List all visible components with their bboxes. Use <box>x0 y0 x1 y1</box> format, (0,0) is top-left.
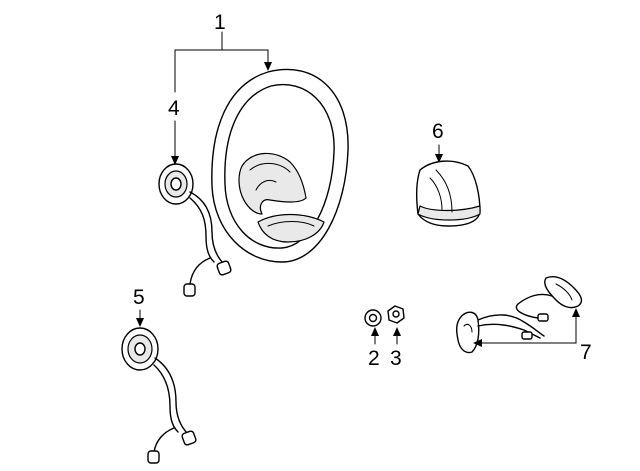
clockspring-upper <box>158 163 232 297</box>
callout-2-leader <box>371 327 379 345</box>
callout-4-leader <box>171 120 179 165</box>
callout-1-label: 1 <box>214 11 226 34</box>
callout-6-label: 6 <box>432 120 444 143</box>
callout-3-leader <box>393 327 401 345</box>
nut-part-2 <box>364 309 382 327</box>
callout-6-leader <box>435 144 443 163</box>
steering-wheel <box>211 68 349 263</box>
callout-3-label: 3 <box>390 347 402 370</box>
callout-2-label: 2 <box>368 347 380 370</box>
callout-5-leader <box>136 309 144 327</box>
control-switches <box>455 276 583 354</box>
callout-7-leader <box>473 308 580 347</box>
bolt-part-3 <box>387 305 405 324</box>
callout-4-label: 4 <box>168 97 180 120</box>
callout-1-leader <box>174 31 272 93</box>
callout-5-label: 5 <box>133 286 145 309</box>
callout-7-label: 7 <box>580 341 592 364</box>
airbag-module <box>415 160 481 227</box>
clockspring-lower <box>121 327 197 464</box>
